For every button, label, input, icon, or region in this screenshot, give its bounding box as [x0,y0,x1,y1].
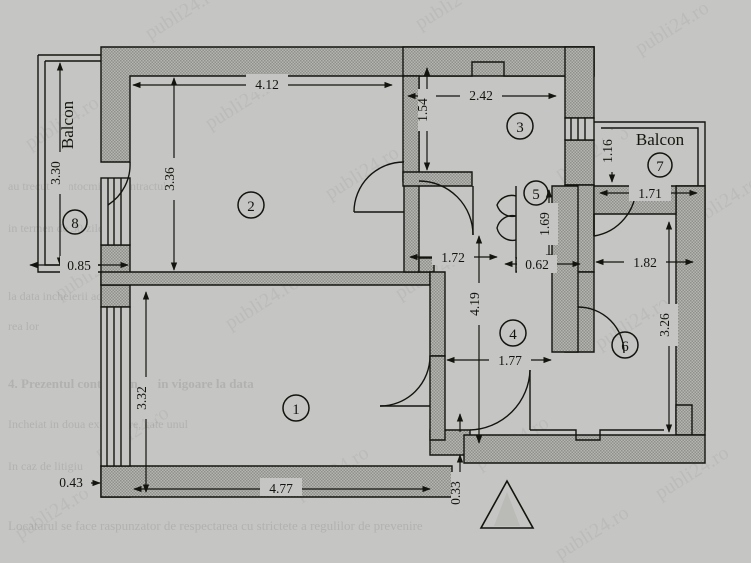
svg-text:3: 3 [516,120,524,136]
svg-text:1: 1 [292,402,300,418]
wall-under-room3-niche [402,171,473,187]
balcony7-outline [594,121,706,186]
north-arrow-icon [479,479,535,529]
svg-text:au trecut la intocmirea contra: au trecut la intocmirea contractului [8,179,177,193]
wall-hall-left-lower [429,355,446,441]
door-bath5-swing-lower [496,214,517,242]
svg-text:0.62: 0.62 [525,257,549,272]
window-room1-left [100,306,131,467]
room6-niche [676,404,693,435]
door-room2-swing [353,161,405,213]
wall-between-room4-room6 [551,185,579,353]
svg-text:1.69: 1.69 [537,212,552,236]
svg-text:1.77: 1.77 [498,353,522,368]
svg-text:0.33: 0.33 [448,481,463,505]
dimlabel-0-33: 0.33 [448,472,469,514]
dimlabel-0-43: 0.43 [51,473,91,491]
label-balcon-right: Balcon [636,130,685,149]
room-marker-5: 5 [523,180,549,206]
svg-text:In caz de litigiu: In caz de litigiu [8,459,83,473]
door-balcony8-swing [107,161,131,206]
svg-text:2: 2 [247,199,255,215]
dimlabel-3-30: 3.30 [48,152,69,194]
dimlabel-2-42: 2.42 [460,85,502,103]
door-room1-swing [379,355,431,407]
svg-text:4.77: 4.77 [269,481,293,496]
wall-hall-left [429,271,446,357]
svg-text:Locatarul se face raspunzator: Locatarul se face raspunzator de respect… [8,518,423,533]
svg-text:7: 7 [656,159,664,175]
door-room6-swing [577,306,625,354]
svg-text:1.71: 1.71 [638,186,662,201]
dimlabel-1-82: 1.82 [624,252,666,270]
plan-outlines [37,54,706,467]
dimlabel-1-16: 1.16 [600,130,621,172]
room-marker-3: 3 [506,112,534,140]
dimension-labels: 4.12 3.36 3.30 0.85 3.32 4.77 [48,74,678,514]
svg-text:3.32: 3.32 [134,386,149,410]
wall-left-room1-upper [100,284,131,308]
bottom-wall-notch [530,429,664,441]
svg-text:4.12: 4.12 [255,77,279,92]
wall-right-room3-upper [564,46,595,119]
dimlabel-4-12: 4.12 [246,74,288,92]
svg-text:3.26: 3.26 [657,313,672,337]
wall-divider-room2-room1 [100,271,431,286]
svg-text:6: 6 [621,339,629,355]
svg-text:1.82: 1.82 [633,255,657,270]
svg-text:3.30: 3.30 [48,161,63,185]
label-balcon-left: Balcon [58,100,77,149]
svg-text:3.36: 3.36 [162,167,177,191]
svg-text:in termen de 30 zile: in termen de 30 zile [8,221,103,235]
wall-hall-stub [418,257,435,273]
dimlabel-3-26: 3.26 [657,304,678,346]
svg-text:la data incheierii actelor: la data incheierii actelor [8,289,124,303]
dimlabel-1-69: 1.69 [537,203,558,245]
svg-text:1.54: 1.54 [415,98,430,122]
svg-text:4. Prezentul contract intra in: 4. Prezentul contract intra in vigoare l… [8,376,254,391]
dimlabel-1-77: 1.77 [489,350,531,368]
svg-text:1.72: 1.72 [441,250,465,265]
room-number-markers: 1 2 3 4 5 6 7 [62,112,673,422]
room-marker-8: 8 [62,209,88,235]
svg-text:0.85: 0.85 [67,258,91,273]
svg-text:5: 5 [532,187,540,203]
room-marker-4: 4 [499,319,527,347]
wall-right-room6-band [675,185,706,436]
dimlabel-3-36: 3.36 [162,158,183,200]
dimlabel-4-19: 4.19 [467,283,488,325]
dimlabel-1-54: 1.54 [415,89,436,131]
dimlabel-0-62: 0.62 [517,255,557,273]
room-marker-7: 7 [647,152,673,178]
svg-text:0.43: 0.43 [59,475,83,490]
text-labels: Balcon Balcon [58,100,685,149]
svg-text:4.19: 4.19 [467,292,482,316]
dimlabel-1-71: 1.71 [629,183,671,201]
svg-text:8: 8 [71,216,79,232]
svg-text:rea lor: rea lor [8,319,39,333]
wall-right-room3-lower [564,139,595,186]
dimlabel-1-72: 1.72 [432,247,474,265]
dimlabel-0-85: 0.85 [60,256,98,274]
svg-text:2.42: 2.42 [469,88,493,103]
door-room3-swing [418,180,474,236]
room-marker-1: 1 [282,394,310,422]
wall-left-room3 [402,75,420,182]
balcony7-inner [601,127,699,186]
dimlabel-3-32: 3.32 [134,377,155,419]
window-room2-left [100,177,131,246]
dimlabel-4-77: 4.77 [260,478,302,496]
room-marker-2: 2 [237,191,265,219]
wall-bottom-room6 [463,434,706,464]
svg-text:1.16: 1.16 [600,139,615,163]
window-room3-right [564,117,595,141]
room-marker-6: 6 [611,331,639,359]
svg-text:4: 4 [509,327,517,343]
